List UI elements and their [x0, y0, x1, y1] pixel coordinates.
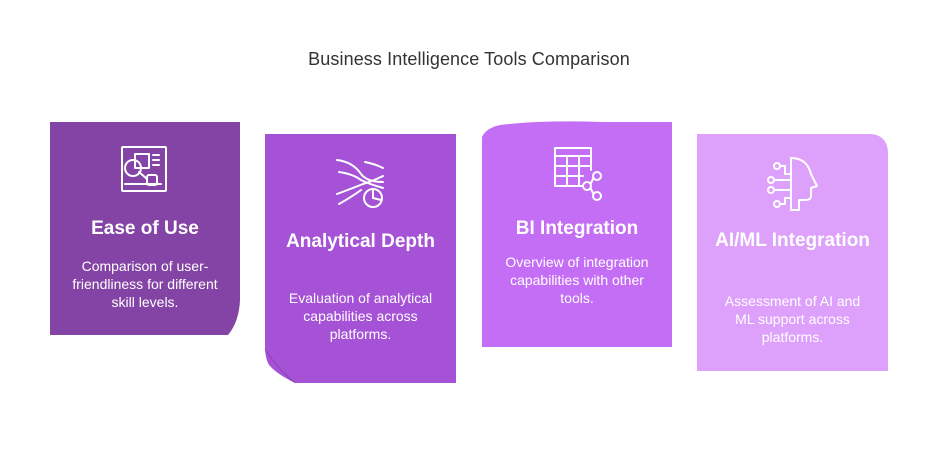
card-shape — [482, 121, 672, 347]
card-description: Assessment of AI and ML support across p… — [724, 293, 861, 345]
card-background — [50, 122, 240, 335]
interface-design-icon — [115, 142, 175, 202]
card-heading: AI/ML Integration — [715, 230, 870, 251]
card-shape — [50, 122, 240, 335]
card-shape — [697, 134, 888, 371]
card-ai-ml-integration: AI/ML Integration Assessment of AI and M… — [697, 134, 888, 371]
card-background — [697, 134, 888, 371]
card-description: Overview of integration capabilities wit… — [505, 254, 649, 306]
card-shape — [265, 134, 456, 383]
card-bi-integration: BI Integration Overview of integration c… — [482, 121, 672, 347]
card-background — [264, 134, 456, 384]
card-ease-of-use: Ease of Use Comparison of user-friendlin… — [50, 122, 240, 335]
card-heading: Analytical Depth — [286, 231, 435, 252]
card-description: Evaluation of analytical capabilities ac… — [288, 290, 433, 342]
card-description: Comparison of user-friendliness for diff… — [72, 258, 218, 310]
card-heading: Ease of Use — [91, 218, 199, 239]
card-heading: BI Integration — [515, 218, 639, 239]
data-flow-chart-icon — [331, 152, 391, 212]
table-share-icon — [547, 142, 607, 202]
card-analytical-depth: Analytical Depth Evaluation of analytica… — [264, 134, 456, 384]
diagram-title: Business Intelligence Tools Comparison — [308, 49, 630, 69]
ai-head-icon — [763, 154, 823, 214]
card-background — [482, 121, 672, 347]
